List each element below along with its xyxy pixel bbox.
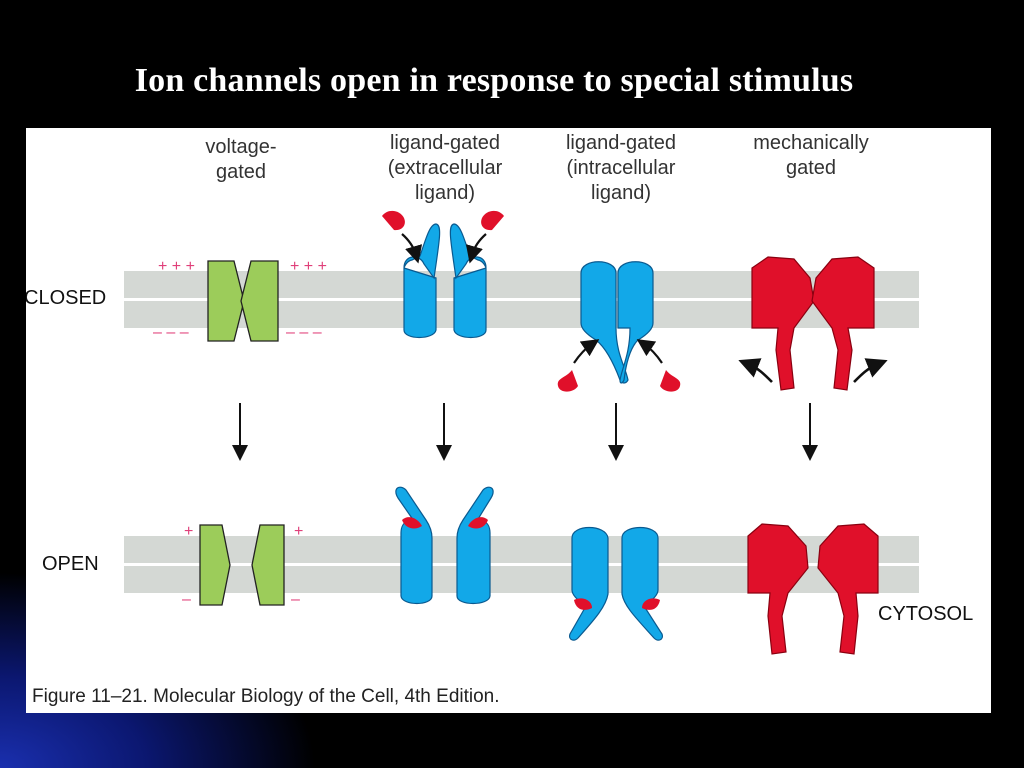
cytosol-label: CYTOSOL bbox=[878, 603, 974, 625]
charge-negative-left: – – – bbox=[153, 324, 189, 341]
slide-title: Ion channels open in response to special… bbox=[134, 62, 854, 99]
ligand-extracellular-bound bbox=[402, 517, 488, 529]
charge-open-negative-left: – bbox=[182, 591, 191, 608]
column-label-ligand-extracellular: ligand-gated (extracellular ligand) bbox=[387, 132, 503, 204]
charge-positive-right: + + + bbox=[290, 258, 327, 275]
charge-open-negative-right: – bbox=[291, 591, 300, 608]
column-label-voltage-gated: voltage- gated bbox=[205, 136, 277, 183]
ligand-intracellular-molecules bbox=[557, 370, 681, 392]
voltage-channel-closed bbox=[207, 260, 279, 342]
ligand-approach-arrows bbox=[401, 233, 487, 264]
ion-channel-diagram: + + + + + + – – – – – – bbox=[124, 210, 919, 655]
ligand-extracellular-channel-open bbox=[395, 486, 494, 605]
column-label-ligand-intracellular: ligand-gated (intracellular ligand) bbox=[565, 132, 677, 204]
mechanical-channel-open bbox=[747, 523, 879, 655]
ligand-intracellular-arrows bbox=[573, 339, 663, 364]
column-label-mechanically-gated: mechanically gated bbox=[753, 132, 869, 179]
figure-panel: voltage- gated ligand-gated (extracellul… bbox=[26, 128, 991, 713]
charges-closed: + + + + + + – – – – – – bbox=[153, 258, 327, 341]
voltage-channel-open bbox=[199, 524, 285, 606]
charge-open-positive-right: + bbox=[294, 523, 303, 540]
row-label-open: OPEN bbox=[42, 553, 99, 575]
charge-positive-left: + + + bbox=[158, 258, 195, 275]
charge-open-positive-left: + bbox=[184, 523, 193, 540]
ligand-extracellular-molecules bbox=[382, 210, 504, 231]
row-label-closed: CLOSED bbox=[26, 287, 107, 309]
charge-negative-right: – – – bbox=[286, 324, 322, 341]
mechanical-channel-closed bbox=[751, 256, 875, 391]
charges-open: + + – – bbox=[182, 523, 303, 608]
mechanical-pull-arrows bbox=[738, 358, 888, 383]
ligand-intracellular-channel-closed bbox=[580, 261, 654, 384]
figure-caption: Figure 11–21. Molecular Biology of the C… bbox=[32, 686, 500, 707]
ligand-intracellular-bound bbox=[574, 598, 660, 610]
transition-arrows bbox=[232, 403, 818, 461]
ligand-extracellular-channel-closed bbox=[403, 223, 487, 339]
